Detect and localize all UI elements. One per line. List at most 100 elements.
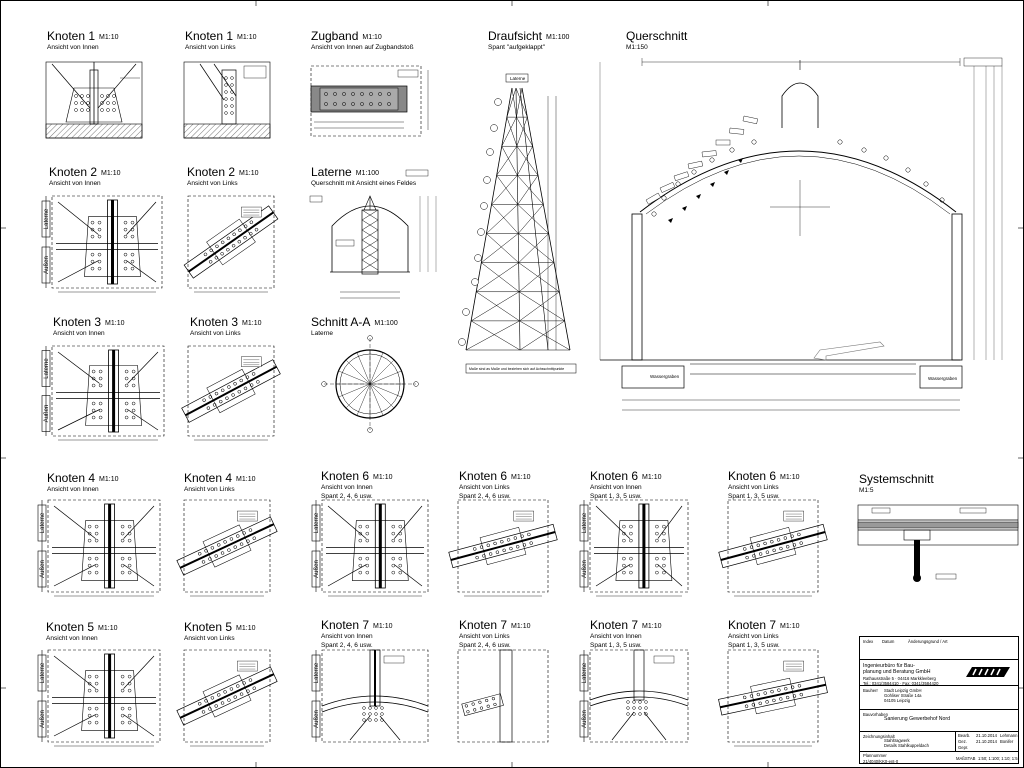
drawing-title-text: Draufsicht [488, 29, 543, 43]
drawing-scale: M1:10 [511, 474, 531, 481]
drawing-scale: M1:10 [237, 34, 257, 41]
label-laterne: Laterne [40, 662, 46, 683]
drawing-title-text: Systemschnitt [859, 472, 934, 486]
drawing-schnitt-aa [321, 335, 419, 433]
office-address: Rathausstraße 5 · 04416 Markkleeberg Tel… [863, 676, 939, 686]
drawing-title-text: Knoten 7 [728, 618, 777, 632]
drawing-title-text: Knoten 5 [184, 620, 233, 634]
client-box: Bauherr Stadt Leipzig GmbH Gohliser Stra… [860, 685, 1018, 709]
drawing-subtitle-20: Ansicht von Links [184, 635, 235, 642]
office-name: Ingenieurbüro für Bau- planung und Berat… [863, 663, 931, 675]
drawing-scale: M1:10 [99, 476, 119, 483]
sign-row-2-a: Gez. [958, 739, 967, 744]
drawing-title-text: Knoten 2 [187, 165, 236, 179]
drawing-subtitle-3: Ansicht von Innen auf Zugbandstoß [311, 44, 414, 51]
label-laterne: Laterne [44, 208, 50, 229]
sign-row-3-a: Gepr. [958, 745, 969, 750]
number-box: Plannummer 21/4040/KK0-ent-0 MAßSTAB 1:5… [860, 751, 1018, 765]
drawing-scale: M1:10 [373, 623, 393, 630]
content-text: Stahltragwerk Details Stahlkuppeldach [884, 738, 929, 748]
drawing-knoten7-links-246 [457, 649, 549, 743]
drawing-scale: M1:10 [642, 623, 662, 630]
drawing-title-text: Schnitt A-A [311, 315, 371, 329]
label-aussen: Außen [40, 710, 46, 728]
label-laterne: Laterne [314, 512, 320, 533]
drawing-subtitle-1: Ansicht von Innen [47, 44, 99, 51]
drawing-knoten1-innen [45, 61, 143, 139]
drawing-title-text: Knoten 7 [459, 618, 508, 632]
drawing-subtitle-11: Laterne [311, 330, 334, 337]
drawing-scale: M1:10 [239, 170, 259, 177]
sign-row-1-b: 21.10.2014 [976, 733, 997, 738]
drawing-scale: M1:100 [374, 320, 398, 327]
drawing-title-text: Querschnitt [626, 29, 688, 43]
drawing-subtitle-15: Ansicht von Links Spant 2, 4, 6 usw. [459, 484, 511, 500]
client-label: Bauherr [863, 688, 878, 693]
drawing-scale: M1:10 [98, 625, 118, 632]
label-laterne-k7: Laterne [314, 662, 320, 683]
drawing-subtitle-13: Ansicht von Links [184, 486, 235, 493]
drawing-subtitle-24: Ansicht von Links Spant 1, 3, 5 usw. [728, 633, 780, 649]
drawing-title-text: Knoten 6 [459, 469, 508, 483]
drawing-scale: M1:10 [242, 320, 262, 327]
drawing-laterne [309, 169, 437, 299]
label-aussen-k7: Außen [314, 710, 320, 728]
office-box: Ingenieurbüro für Bau- planung und Berat… [860, 659, 1018, 686]
drawing-zugband [310, 65, 429, 137]
client-address: Stadt Leipzig GmbH Gohliser Straße 14a 0… [884, 688, 922, 703]
scale-value: 1:50; 1:100; 1:10; 1:5 [978, 756, 1018, 761]
drawing-subtitle-9: Ansicht von Innen [53, 330, 105, 337]
drawing-knoten1-links [183, 61, 271, 139]
label-laterne: Laterne [44, 358, 50, 379]
drawing-scale: M1:10 [362, 34, 382, 41]
drawing-knoten6-links-135 [718, 499, 828, 597]
drawing-scale: M1:10 [511, 623, 531, 630]
drawing-scale: M1:100 [355, 170, 380, 177]
drawing-title-text: Knoten 4 [47, 471, 96, 485]
sign-box: Bearb. 21.10.2014 Lehmann Gez. 21.10.201… [955, 732, 1019, 752]
company-logo [964, 665, 1012, 679]
drawing-subtitle-23: Ansicht von Innen Spant 1, 3, 5 usw. [590, 633, 642, 649]
drawing-title-text: Knoten 6 [728, 469, 777, 483]
draufsicht-note: Maße sind as Maße und beziehen sich auf … [469, 367, 564, 371]
drawing-title-5: Querschnitt [626, 30, 687, 42]
drawing-title-text: Knoten 6 [590, 469, 639, 483]
plan-number: 21/4040/KK0-ent-0 [863, 759, 899, 764]
drawing-title-text: Knoten 4 [184, 471, 233, 485]
drawing-knoten6-links-246 [448, 499, 558, 597]
drawing-scale: M1:10 [373, 474, 393, 481]
drawing-subtitle-22: Ansicht von Links Spant 2, 4, 6 usw. [459, 633, 511, 649]
sign-row-1-c: Lehmann [1000, 733, 1018, 738]
drawing-title-text: Knoten 7 [590, 618, 639, 632]
rev-header-3: Änderungsgrund / Art [908, 639, 948, 644]
drawing-title-text: Laterne [311, 165, 352, 179]
drawing-subtitle-2: Ansicht von Links [185, 44, 236, 51]
drawing-subtitle-21: Ansicht von Innen Spant 2, 4, 6 usw. [321, 633, 373, 649]
label-aussen: Außen [314, 560, 320, 578]
project-name: Sanierung Gewerbehof Nord [884, 716, 951, 722]
drawing-scale: M1:10 [236, 625, 256, 632]
drawing-knoten5-links [176, 649, 278, 747]
drawing-subtitle-17: Ansicht von Links Spant 1, 3, 5 usw. [728, 484, 780, 500]
drawing-scale: M1:10 [780, 623, 800, 630]
project-label: Bauvorhaben [863, 712, 888, 717]
